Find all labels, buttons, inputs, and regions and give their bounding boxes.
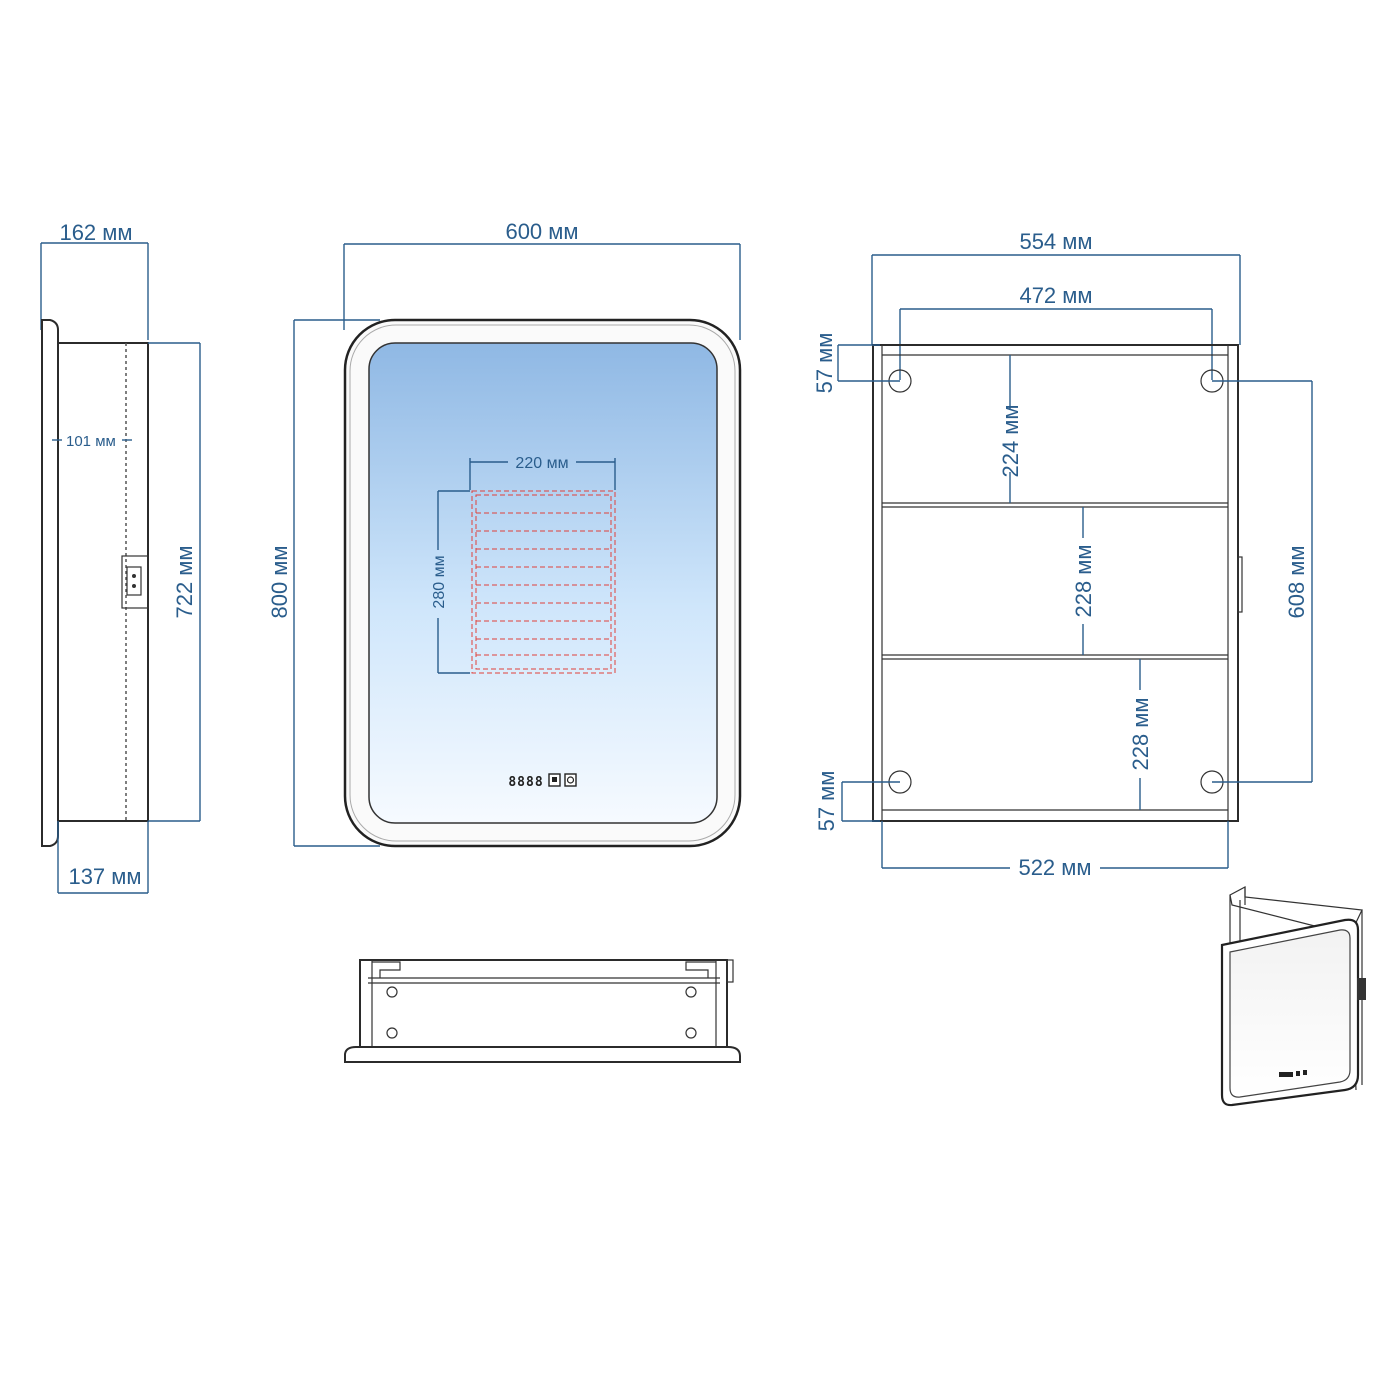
depth-label: 162 мм	[59, 220, 132, 245]
mount-vertical-label: 608 мм	[1284, 545, 1309, 618]
top-view-door	[344, 1046, 741, 1063]
shelf-top-label: 224 мм	[998, 404, 1023, 477]
interior-cabinet-outline	[872, 344, 1239, 822]
clock-digits: 8888	[508, 775, 543, 790]
side-door-profile	[41, 319, 59, 847]
outer-width-label: 554 мм	[1019, 229, 1092, 254]
mount-spacing-label: 472 мм	[1019, 283, 1092, 308]
heater-width-label: 220 мм	[515, 455, 568, 472]
mirror-glass	[368, 342, 718, 824]
bottom-offset-label: 57 мм	[814, 771, 839, 832]
socket-icon	[121, 555, 149, 609]
side-view: 162 мм 101 мм 722 мм 137 мм	[40, 220, 201, 894]
perspective-mirror	[1229, 929, 1351, 1098]
heater-zone	[471, 490, 616, 674]
top-view-body	[359, 959, 728, 1048]
interior-view: 554 мм 472 мм 57 мм	[812, 229, 1313, 880]
shelf-bottom	[882, 654, 1228, 660]
inner-width-label: 522 мм	[1018, 855, 1091, 880]
shelf-bottom-label: 228 мм	[1128, 697, 1153, 770]
clock-display: 8888	[508, 775, 543, 790]
top-offset-label: 57 мм	[812, 333, 837, 394]
inner-depth-label: 101 мм	[66, 433, 116, 450]
perspective-view	[1220, 886, 1366, 1107]
heater-stripes	[476, 512, 611, 656]
socket-outlet	[126, 566, 142, 596]
front-width-label: 600 мм	[505, 219, 578, 244]
shelf-middle-label: 228 мм	[1071, 544, 1096, 617]
body-depth-label: 137 мм	[68, 864, 141, 889]
front-height-label: 800 мм	[267, 545, 292, 618]
shelf-top	[882, 502, 1228, 508]
heater-button-icon[interactable]	[564, 773, 577, 787]
front-view: 600 мм 800 мм 220 мм	[267, 219, 742, 848]
heater-height-label: 280 мм	[431, 555, 448, 608]
perspective-socket	[1357, 978, 1366, 1000]
body-height-label: 722 мм	[172, 545, 197, 618]
top-view	[344, 959, 741, 1063]
side-cabinet-body	[57, 342, 149, 822]
